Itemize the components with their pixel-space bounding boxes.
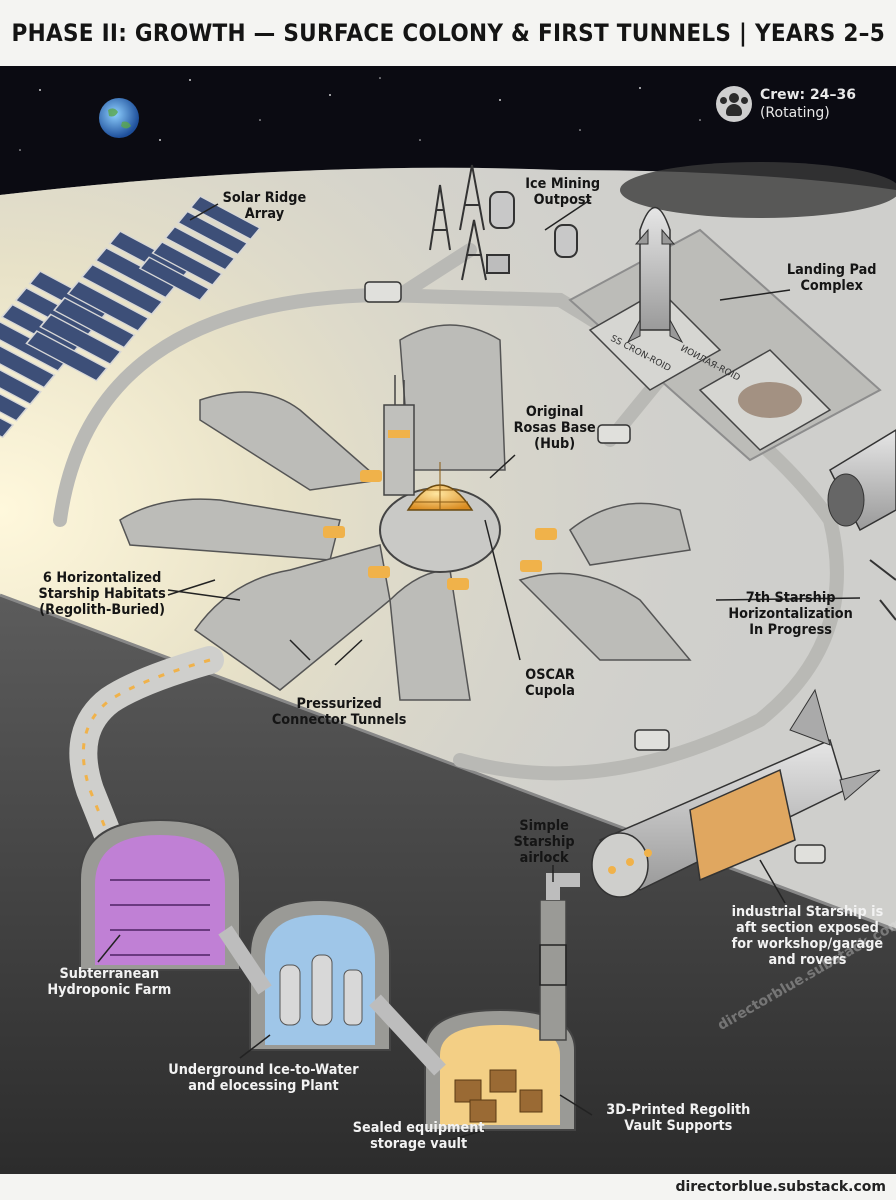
landed-starship <box>626 207 684 344</box>
title-bar: PHASE II: GROWTH — SURFACE COLONY & FIRS… <box>0 0 896 69</box>
colony-illustration: SS CRON-ROID ИОИЛАЯ-ROID <box>0 66 896 1174</box>
solar-array <box>0 195 262 439</box>
underground-vaults <box>79 818 576 1131</box>
crew-rotation: (Rotating) <box>759 105 830 121</box>
rovers <box>364 281 826 864</box>
earth-icon <box>99 98 139 138</box>
ground-cross-section <box>0 595 896 1174</box>
vault-connector <box>218 925 446 1076</box>
rosas-base-hub <box>379 375 501 573</box>
ice-mining-outpost <box>429 164 578 281</box>
leader-lines <box>97 199 861 1141</box>
page-title: PHASE II: GROWTH — SURFACE COLONY & FIRS… <box>11 19 885 47</box>
crew-badge: Crew: 24–36 (Rotating) <box>715 86 856 122</box>
crew-count: Crew: 24–36 <box>759 87 856 103</box>
footer: directorblue.substack.com <box>0 1174 896 1200</box>
footer-credit: directorblue.substack.com <box>675 1179 886 1195</box>
elevator-shaft <box>539 899 567 1041</box>
seventh-starship <box>827 429 896 621</box>
crater-shadow <box>620 162 896 218</box>
crew-group-icon <box>715 86 752 122</box>
habitat-windows <box>323 470 557 590</box>
industrial-starship <box>591 688 881 898</box>
starship-habitats <box>119 324 692 701</box>
stars <box>19 77 701 151</box>
